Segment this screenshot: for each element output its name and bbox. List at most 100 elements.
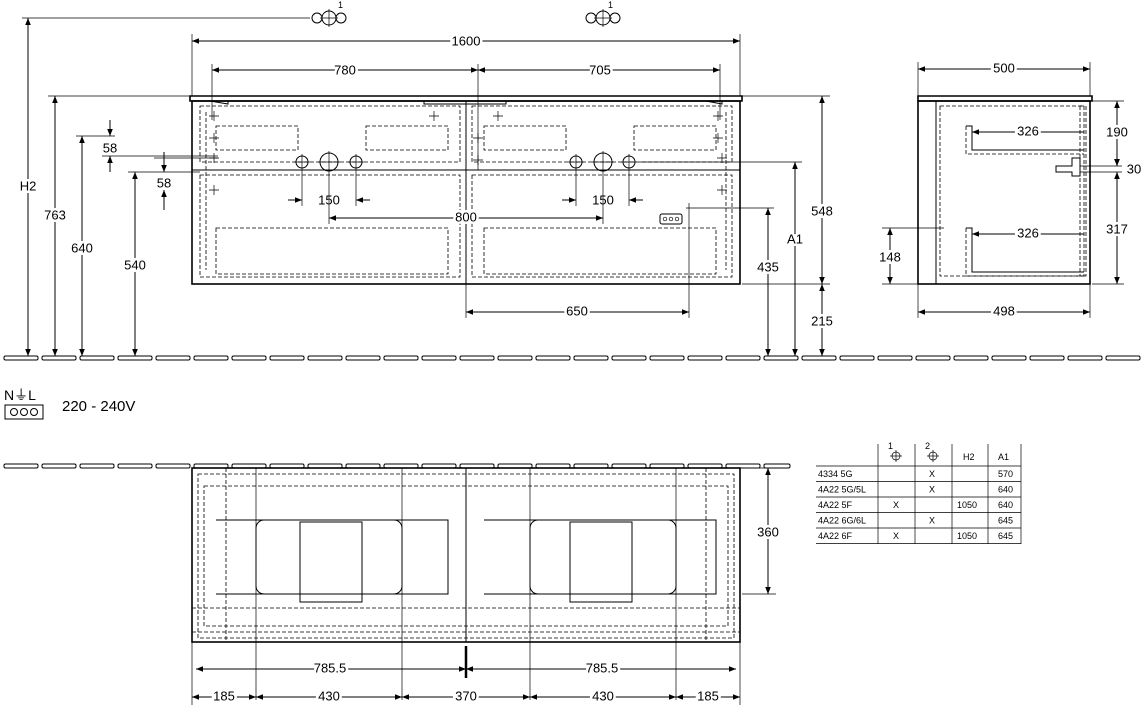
mounting-point-icon (209, 111, 219, 121)
floor-line-top (3, 355, 1141, 361)
table-cell-a1: 570 (998, 469, 1013, 479)
electrical-symbol-label: N⏚L (4, 387, 36, 403)
mounting-point-icon (713, 111, 723, 121)
dim-seg-2: 430 (318, 688, 340, 703)
tap-symbol-label-2: 1 (608, 0, 613, 10)
floor-segment (877, 355, 913, 361)
table-header-2: 2 (925, 441, 930, 451)
table-cell-c1: X (893, 531, 899, 541)
table-header-tap-1-icon (890, 450, 902, 462)
dim-basin-spacing: 800 (455, 209, 477, 224)
table-cell-c2: X (929, 516, 935, 526)
table-header-tap-2-icon (927, 450, 939, 462)
floor-segment (763, 463, 791, 469)
floor-segment (1029, 355, 1065, 361)
mounting-point-icon (209, 185, 219, 195)
dim-height-763: 763 (44, 207, 66, 222)
dim-inner-depth-bottom: 326 (1017, 225, 1039, 240)
mounting-point-icon (717, 153, 727, 163)
floor-segment (497, 355, 533, 361)
plan-view: 360 785.5 785.5 185 430 370 430 185 (191, 467, 781, 705)
floor-segment (725, 355, 761, 361)
floor-segment (269, 355, 305, 361)
floor-segment (3, 463, 39, 469)
table-cell-c1: X (893, 500, 899, 510)
table-cell-h2: 1050 (957, 531, 977, 541)
dim-drain-58-top: 58 (103, 140, 117, 155)
table-cell-a1: 645 (998, 516, 1013, 526)
tap-symbol-1-icon: 1 (311, 0, 347, 27)
floor-segment (459, 355, 495, 361)
table-row: 4A22 5G/5L X 640 (818, 485, 1013, 495)
dim-depth-bottom: 498 (993, 303, 1015, 318)
floor-segment (345, 355, 381, 361)
floor-segment (117, 463, 153, 469)
dim-half-left: 785.5 (314, 660, 347, 675)
floor-segment (991, 355, 1027, 361)
dim-socket-height: 435 (757, 259, 779, 274)
dim-height-h2: H2 (20, 178, 37, 193)
floor-segment (79, 463, 115, 469)
floor-segment (953, 355, 989, 361)
floor-segment (3, 355, 39, 361)
floor-segment (573, 355, 609, 361)
table-cell-c2: X (929, 469, 935, 479)
table-row: 4A22 6G/6L X 645 (818, 516, 1013, 526)
table-cell-model: 4A22 6G/6L (818, 516, 866, 526)
floor-segment (687, 355, 723, 361)
side-cabinet (917, 100, 1091, 285)
table-cell-model: 4334 5G (818, 469, 853, 479)
floor-segment (839, 355, 875, 361)
socket-legend-icon (4, 404, 44, 420)
floor-segment (193, 355, 229, 361)
dim-seg-1: 185 (213, 688, 235, 703)
tap-holes-left (294, 151, 364, 173)
mounting-point-icon (713, 133, 723, 143)
table-header-h2: H2 (963, 452, 975, 462)
front-countertop (189, 95, 743, 102)
floor-segment (41, 463, 77, 469)
table-cell-a1: 640 (998, 500, 1013, 510)
dim-height-540: 540 (124, 257, 146, 272)
dim-half-right: 785.5 (586, 660, 619, 675)
table-header-1: 1 (888, 441, 893, 451)
side-view: 500 326 326 498 190 30 317 148 (877, 58, 1142, 321)
dim-floor-gap: 215 (811, 313, 833, 328)
floor-segment (231, 355, 267, 361)
dim-right-offset: 705 (589, 62, 611, 77)
dim-height-190: 190 (1106, 124, 1128, 139)
dim-socket-offset: 650 (566, 303, 588, 318)
tap-symbol-label-1: 1 (338, 0, 343, 10)
floor-segment (421, 355, 457, 361)
floor-segment (611, 355, 647, 361)
table-cell-model: 4A22 5G/5L (818, 485, 866, 495)
mounting-point-icon (209, 133, 219, 143)
front-view: 1 1 1600 780 705 150 150 80 (17, 0, 835, 356)
voltage-label: 220 - 240V (62, 398, 135, 415)
floor-segment (155, 355, 191, 361)
table-cell-a1: 645 (998, 531, 1013, 541)
socket-icon (659, 213, 683, 225)
floor-segment (79, 355, 115, 361)
dim-plan-depth: 360 (757, 524, 779, 539)
floor-segment (801, 355, 837, 361)
floor-segment (155, 463, 191, 469)
tap-symbol-2-icon: 1 (585, 0, 621, 27)
floor-segment (535, 355, 571, 361)
dim-cabinet-height: 548 (811, 203, 833, 218)
dim-height-148: 148 (879, 249, 901, 264)
floor-segment (915, 355, 951, 361)
electrical-legend: N⏚L 220 - 240V (4, 387, 135, 420)
dim-depth-top: 500 (993, 60, 1015, 75)
mounting-point-icon (717, 185, 727, 195)
table-cell-a1: 640 (998, 485, 1013, 495)
floor-segment (307, 355, 343, 361)
floor-segment (383, 355, 419, 361)
dim-height-30: 30 (1127, 161, 1141, 176)
table-cell-model: 4A22 5F (818, 500, 853, 510)
table-cell-c2: X (929, 485, 935, 495)
